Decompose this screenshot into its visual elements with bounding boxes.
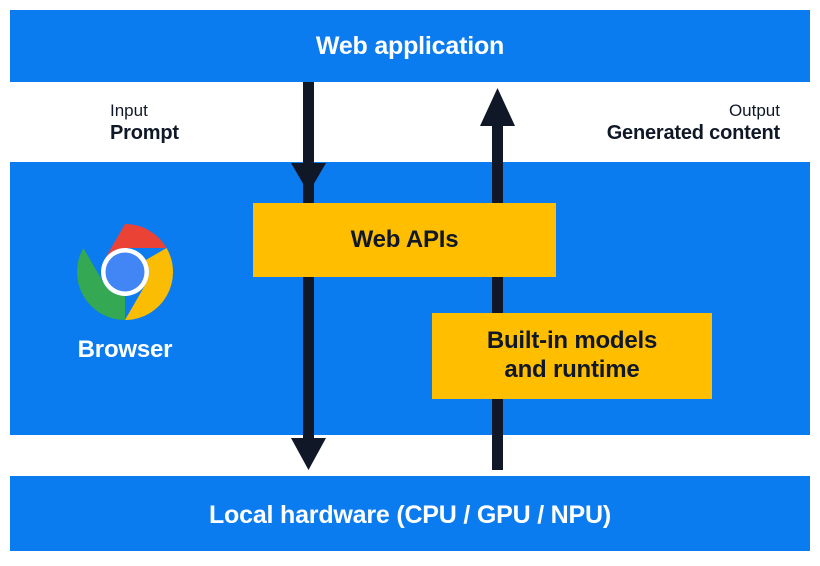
box-builtin-models: Built-in models and runtime: [432, 313, 712, 399]
chrome-logo-icon: [76, 224, 174, 320]
flow-output-kind: Output: [728, 101, 780, 120]
flow-input-value: Prompt: [110, 122, 179, 145]
box-web-apis: Web APIs: [253, 203, 556, 277]
band-local-hardware-label: Local hardware (CPU / GPU / NPU): [208, 501, 611, 529]
band-web-application: Web application: [10, 10, 810, 82]
browser-label: Browser: [77, 336, 173, 363]
band-local-hardware: Local hardware (CPU / GPU / NPU): [10, 476, 810, 551]
flow-input-kind: Input: [110, 101, 148, 120]
browser-mark: Browser: [72, 222, 178, 364]
box-builtin-models-label: Built-in models and runtime: [486, 327, 658, 383]
flow-label-input: Input Prompt: [110, 100, 179, 146]
flow-label-output: Output Generated content: [606, 100, 781, 146]
flow-output-value: Generated content: [606, 122, 781, 145]
box-web-apis-label: Web APIs: [350, 225, 459, 253]
band-web-application-label: Web application: [315, 32, 505, 60]
